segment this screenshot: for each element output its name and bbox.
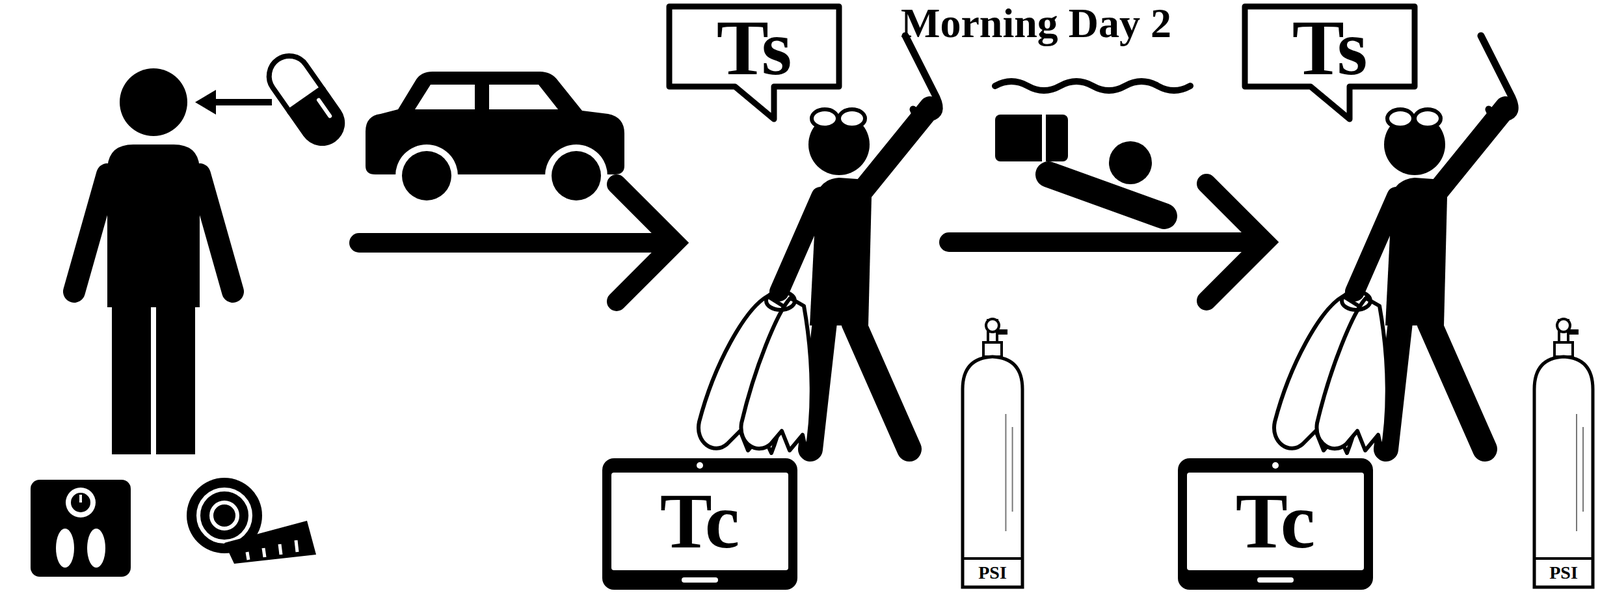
air-tank: PSI [959, 316, 1026, 590]
text-area: Tc [612, 473, 787, 569]
measure-label: Tc [1235, 481, 1316, 560]
pressure-label: PSI [978, 563, 1007, 582]
session-label: Morning Day 2 [900, 2, 1172, 45]
measure-label: Ts [716, 9, 793, 88]
tablet-screen: Tc [1177, 457, 1374, 590]
text-area: PSI [1536, 560, 1591, 585]
tablet-screen: Tc [602, 457, 798, 590]
text-area: Tc [1188, 473, 1363, 569]
shape-outline [959, 316, 1026, 590]
text-area: Ts [1248, 10, 1411, 86]
text-area: PSI [964, 560, 1021, 585]
shape-outline [1531, 316, 1597, 590]
air-tank: PSI [1531, 316, 1597, 590]
speech-bubble: Ts [1240, 2, 1419, 123]
measure-label: Ts [1292, 9, 1368, 88]
speech-bubble: Ts [665, 2, 843, 123]
measure-label: Tc [660, 481, 740, 560]
text-area: Ts [673, 10, 836, 86]
pressure-label: PSI [1549, 563, 1578, 582]
